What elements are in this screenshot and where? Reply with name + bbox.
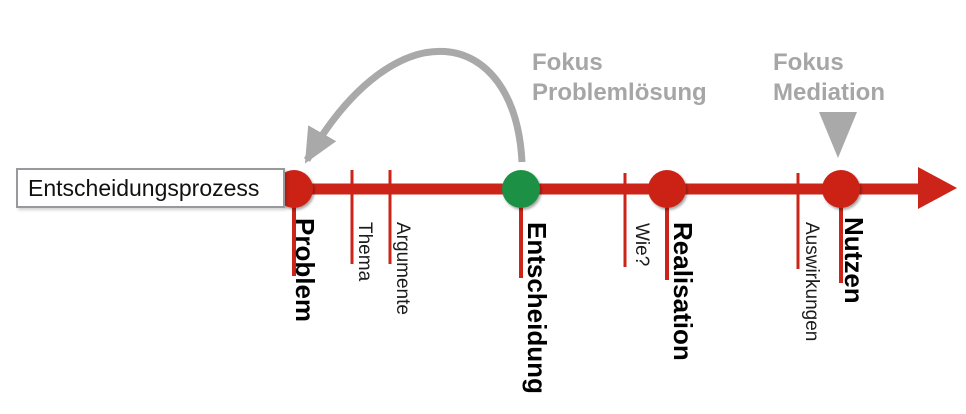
label-nutzen: Nutzen <box>839 217 869 304</box>
annotation-line: Fokus <box>773 49 844 76</box>
annotation-fokus-mediation: Fokus Mediation <box>773 48 885 108</box>
title-box: Entscheidungsprozess <box>16 168 285 208</box>
annotation-line: Fokus <box>532 49 603 76</box>
dot-entscheidung <box>502 170 540 208</box>
label-auswirkungen: Auswirkungen <box>801 222 822 342</box>
mediation-pointer-icon <box>819 112 857 158</box>
label-entscheidung: Entscheidung <box>522 222 552 394</box>
label-realisation: Realisation <box>668 222 698 361</box>
timeline-arrowhead-icon <box>918 167 957 209</box>
label-argumente: Argumente <box>392 222 413 315</box>
annotation-line: Problemlösung <box>532 79 707 106</box>
label-problem: Problem <box>290 218 320 323</box>
annotation-fokus-problemloesung: Fokus Problemlösung <box>532 48 707 108</box>
label-wie: Wie? <box>631 223 652 267</box>
feedback-arrow-icon <box>303 47 526 164</box>
annotation-line: Mediation <box>773 79 885 106</box>
label-thema: Thema <box>354 222 375 282</box>
timeline-shaft <box>285 183 919 195</box>
dot-nutzen <box>822 170 860 208</box>
dot-realisation <box>648 170 686 208</box>
